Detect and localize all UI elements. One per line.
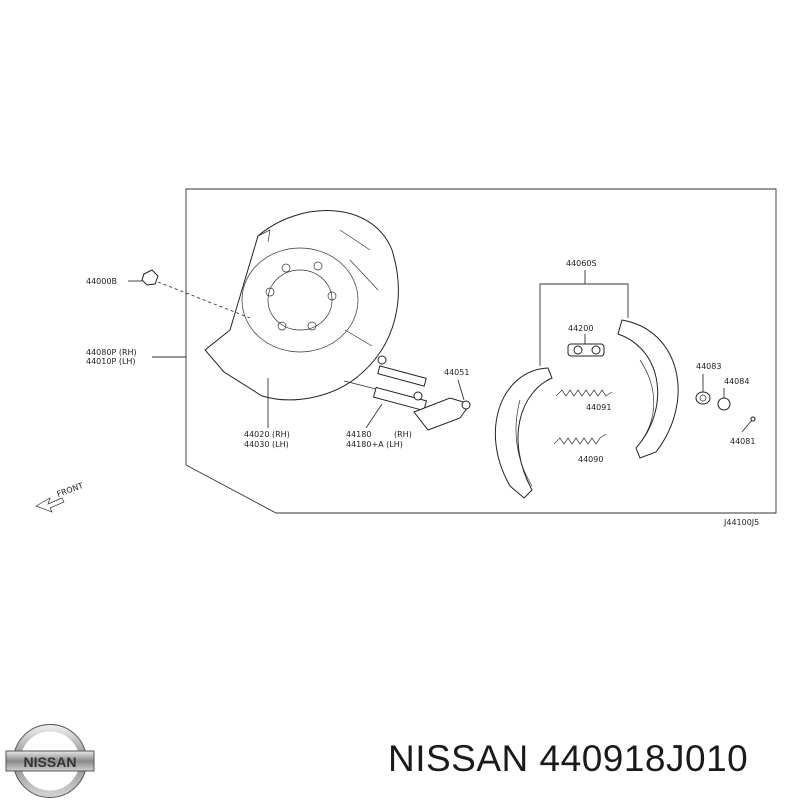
bracket-44060s bbox=[539, 283, 629, 366]
logo-text: NISSAN bbox=[24, 754, 77, 770]
label-44080p: 44080P (RH) bbox=[86, 348, 137, 357]
part-caption: NISSAN 440918J010 bbox=[388, 738, 749, 779]
label-front: FRONT bbox=[56, 481, 85, 499]
brake-shoe-right bbox=[617, 319, 679, 459]
cup-44083 bbox=[695, 374, 711, 405]
label-44010p: 44010P (LH) bbox=[86, 357, 136, 366]
diagram-code: J44100J5 bbox=[723, 518, 759, 527]
nissan-logo: NISSAN bbox=[5, 724, 95, 798]
pin-44081 bbox=[741, 416, 756, 433]
label-44020: 44020 (RH) bbox=[244, 430, 290, 439]
brake-shoe-left bbox=[494, 367, 553, 499]
lever-44051 bbox=[413, 379, 471, 431]
adjuster-44180 bbox=[343, 355, 428, 429]
label-44200: 44200 bbox=[568, 324, 593, 333]
label-44083: 44083 bbox=[696, 362, 721, 371]
label-44060s: 44060S bbox=[566, 259, 597, 268]
diagram-frame bbox=[185, 188, 777, 514]
label-44180: 44180 bbox=[346, 430, 371, 439]
label-44084: 44084 bbox=[724, 377, 749, 386]
spring-44091 bbox=[555, 389, 613, 397]
label-44051: 44051 bbox=[444, 368, 469, 377]
label-44000b: 44000B bbox=[86, 277, 117, 286]
spring-44084 bbox=[717, 388, 731, 411]
spring-44090 bbox=[553, 433, 607, 445]
backing-plate bbox=[204, 210, 399, 401]
label-44091: 44091 bbox=[586, 403, 611, 412]
front-arrow-icon bbox=[35, 497, 65, 513]
nut-44000b bbox=[128, 269, 251, 319]
label-44180-rh: (RH) bbox=[394, 430, 412, 439]
wheel-cylinder-44200 bbox=[567, 334, 605, 357]
label-44180a: 44180+A (LH) bbox=[346, 440, 403, 449]
label-44081: 44081 bbox=[730, 437, 755, 446]
label-44030: 44030 (LH) bbox=[244, 440, 289, 449]
label-44090: 44090 bbox=[578, 455, 603, 464]
